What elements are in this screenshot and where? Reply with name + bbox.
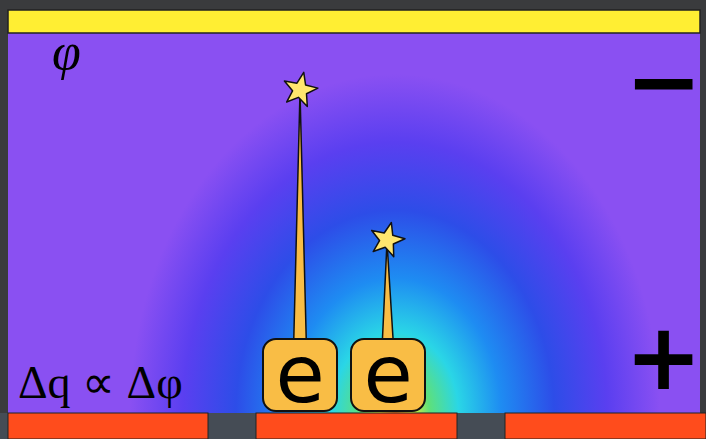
field-ground	[8, 10, 700, 413]
charge-box: e	[350, 338, 426, 412]
charge-relation: Δq ∝ Δφ	[18, 360, 183, 406]
polarity-sign: +	[625, 312, 702, 404]
electrode-gap	[0, 413, 706, 439]
bottom-electrode	[505, 413, 706, 439]
charge-letter: e	[275, 341, 324, 409]
potential-map	[8, 10, 700, 413]
bottom-electrode	[256, 413, 457, 439]
potential-symbol: φ	[52, 26, 81, 78]
bottom-electrode	[8, 413, 208, 439]
charge-letter: e	[363, 341, 412, 409]
polarity-sign: −	[625, 36, 702, 128]
ionization-star	[367, 218, 408, 258]
top-electrode	[8, 10, 700, 33]
drift-track	[293, 92, 307, 370]
ionization-star	[280, 69, 320, 108]
charge-box: e	[262, 338, 338, 412]
